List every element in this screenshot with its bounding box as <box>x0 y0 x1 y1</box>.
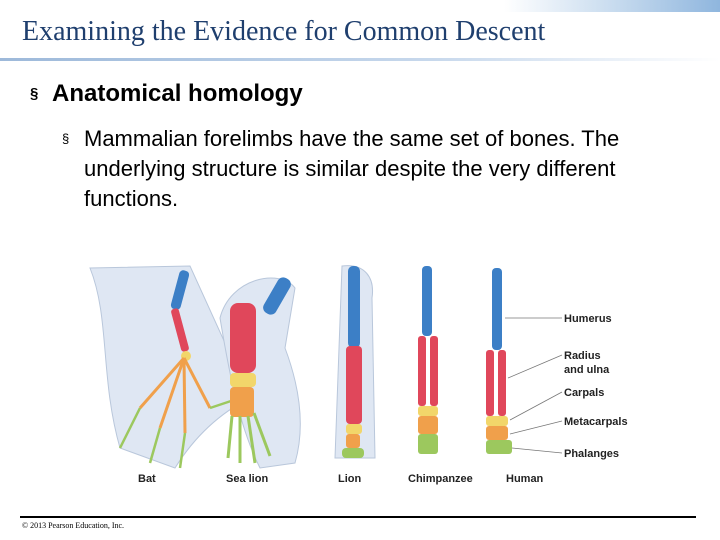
copyright-notice: © 2013 Pearson Education, Inc. <box>22 521 125 530</box>
human-metacarpals <box>486 426 508 440</box>
bullet-marker-sub: § <box>62 131 70 146</box>
human-phalanges <box>486 440 512 454</box>
sea-lion-phalanx-3 <box>246 415 257 464</box>
label-lion: Lion <box>338 473 361 485</box>
label-humerus: Humerus <box>564 313 612 325</box>
lion-humerus <box>348 266 360 348</box>
bat-forelimb <box>89 265 251 469</box>
sea-lion-humerus <box>263 277 291 315</box>
chimp-metacarpals <box>418 416 438 434</box>
bullet-level1-text: Anatomical homology <box>52 80 303 107</box>
title-underline <box>0 58 720 61</box>
lion-phalanges <box>342 448 364 458</box>
bat-metacarpal-2 <box>158 357 186 429</box>
bullet-marker: § <box>30 85 39 102</box>
chimp-ulna <box>430 336 438 406</box>
forelimb-homology-figure: Humerus Radius and ulna Carpals Metacarp… <box>89 265 628 485</box>
bat-radius <box>171 308 189 352</box>
bullet-level1: § Anatomical homology <box>30 80 303 108</box>
top-accent-bar <box>0 0 720 12</box>
bat-metacarpal-3 <box>182 357 187 434</box>
label-metacarpals: Metacarpals <box>564 416 628 428</box>
label-phalanges: Phalanges <box>564 448 619 460</box>
chimp-humerus <box>422 266 432 336</box>
bone-callout-lines <box>505 317 563 454</box>
label-and-ulna: and ulna <box>564 364 610 376</box>
lion-forelimb <box>334 265 376 459</box>
bat-phalanx-2 <box>148 427 162 464</box>
bat-phalanx-1 <box>118 407 142 449</box>
sea-lion-phalanx-4 <box>252 412 272 457</box>
bat-metacarpal-1 <box>138 357 186 409</box>
chimpanzee-forelimb <box>418 266 438 454</box>
label-human: Human <box>506 473 544 485</box>
label-sea-lion: Sea lion <box>226 473 268 485</box>
bat-metacarpal-4 <box>182 357 212 409</box>
human-humerus <box>492 268 502 350</box>
bullet-level2-text: Mammalian forelimbs have the same set of… <box>84 126 620 211</box>
bullet-level2: § Mammalian forelimbs have the same set … <box>62 124 672 214</box>
lion-carpals <box>346 424 362 434</box>
lion-metacarpals <box>346 434 360 448</box>
lion-radius-ulna <box>346 346 362 424</box>
sea-lion-metacarpals <box>230 387 254 417</box>
label-carpals: Carpals <box>564 387 604 399</box>
label-bat: Bat <box>138 473 156 485</box>
human-carpals <box>486 416 508 426</box>
chimp-phalanges <box>418 434 438 454</box>
sea-lion-phalanx-1 <box>226 415 234 459</box>
bat-humerus <box>170 270 190 310</box>
slide-title: Examining the Evidence for Common Descen… <box>22 16 546 47</box>
human-forelimb <box>486 268 512 454</box>
sea-lion-forelimb <box>219 277 301 469</box>
human-radius <box>486 350 494 416</box>
chimp-carpals <box>418 406 438 416</box>
human-ulna <box>498 350 506 416</box>
label-radius: Radius <box>564 350 601 362</box>
sea-lion-carpals <box>230 373 256 387</box>
chimp-radius <box>418 336 426 406</box>
bat-wing-membrane <box>89 265 251 469</box>
bat-phalanx-3 <box>178 432 187 469</box>
sea-lion-radius-ulna <box>230 303 256 373</box>
footer-rule <box>20 516 696 518</box>
label-chimpanzee: Chimpanzee <box>408 473 473 485</box>
